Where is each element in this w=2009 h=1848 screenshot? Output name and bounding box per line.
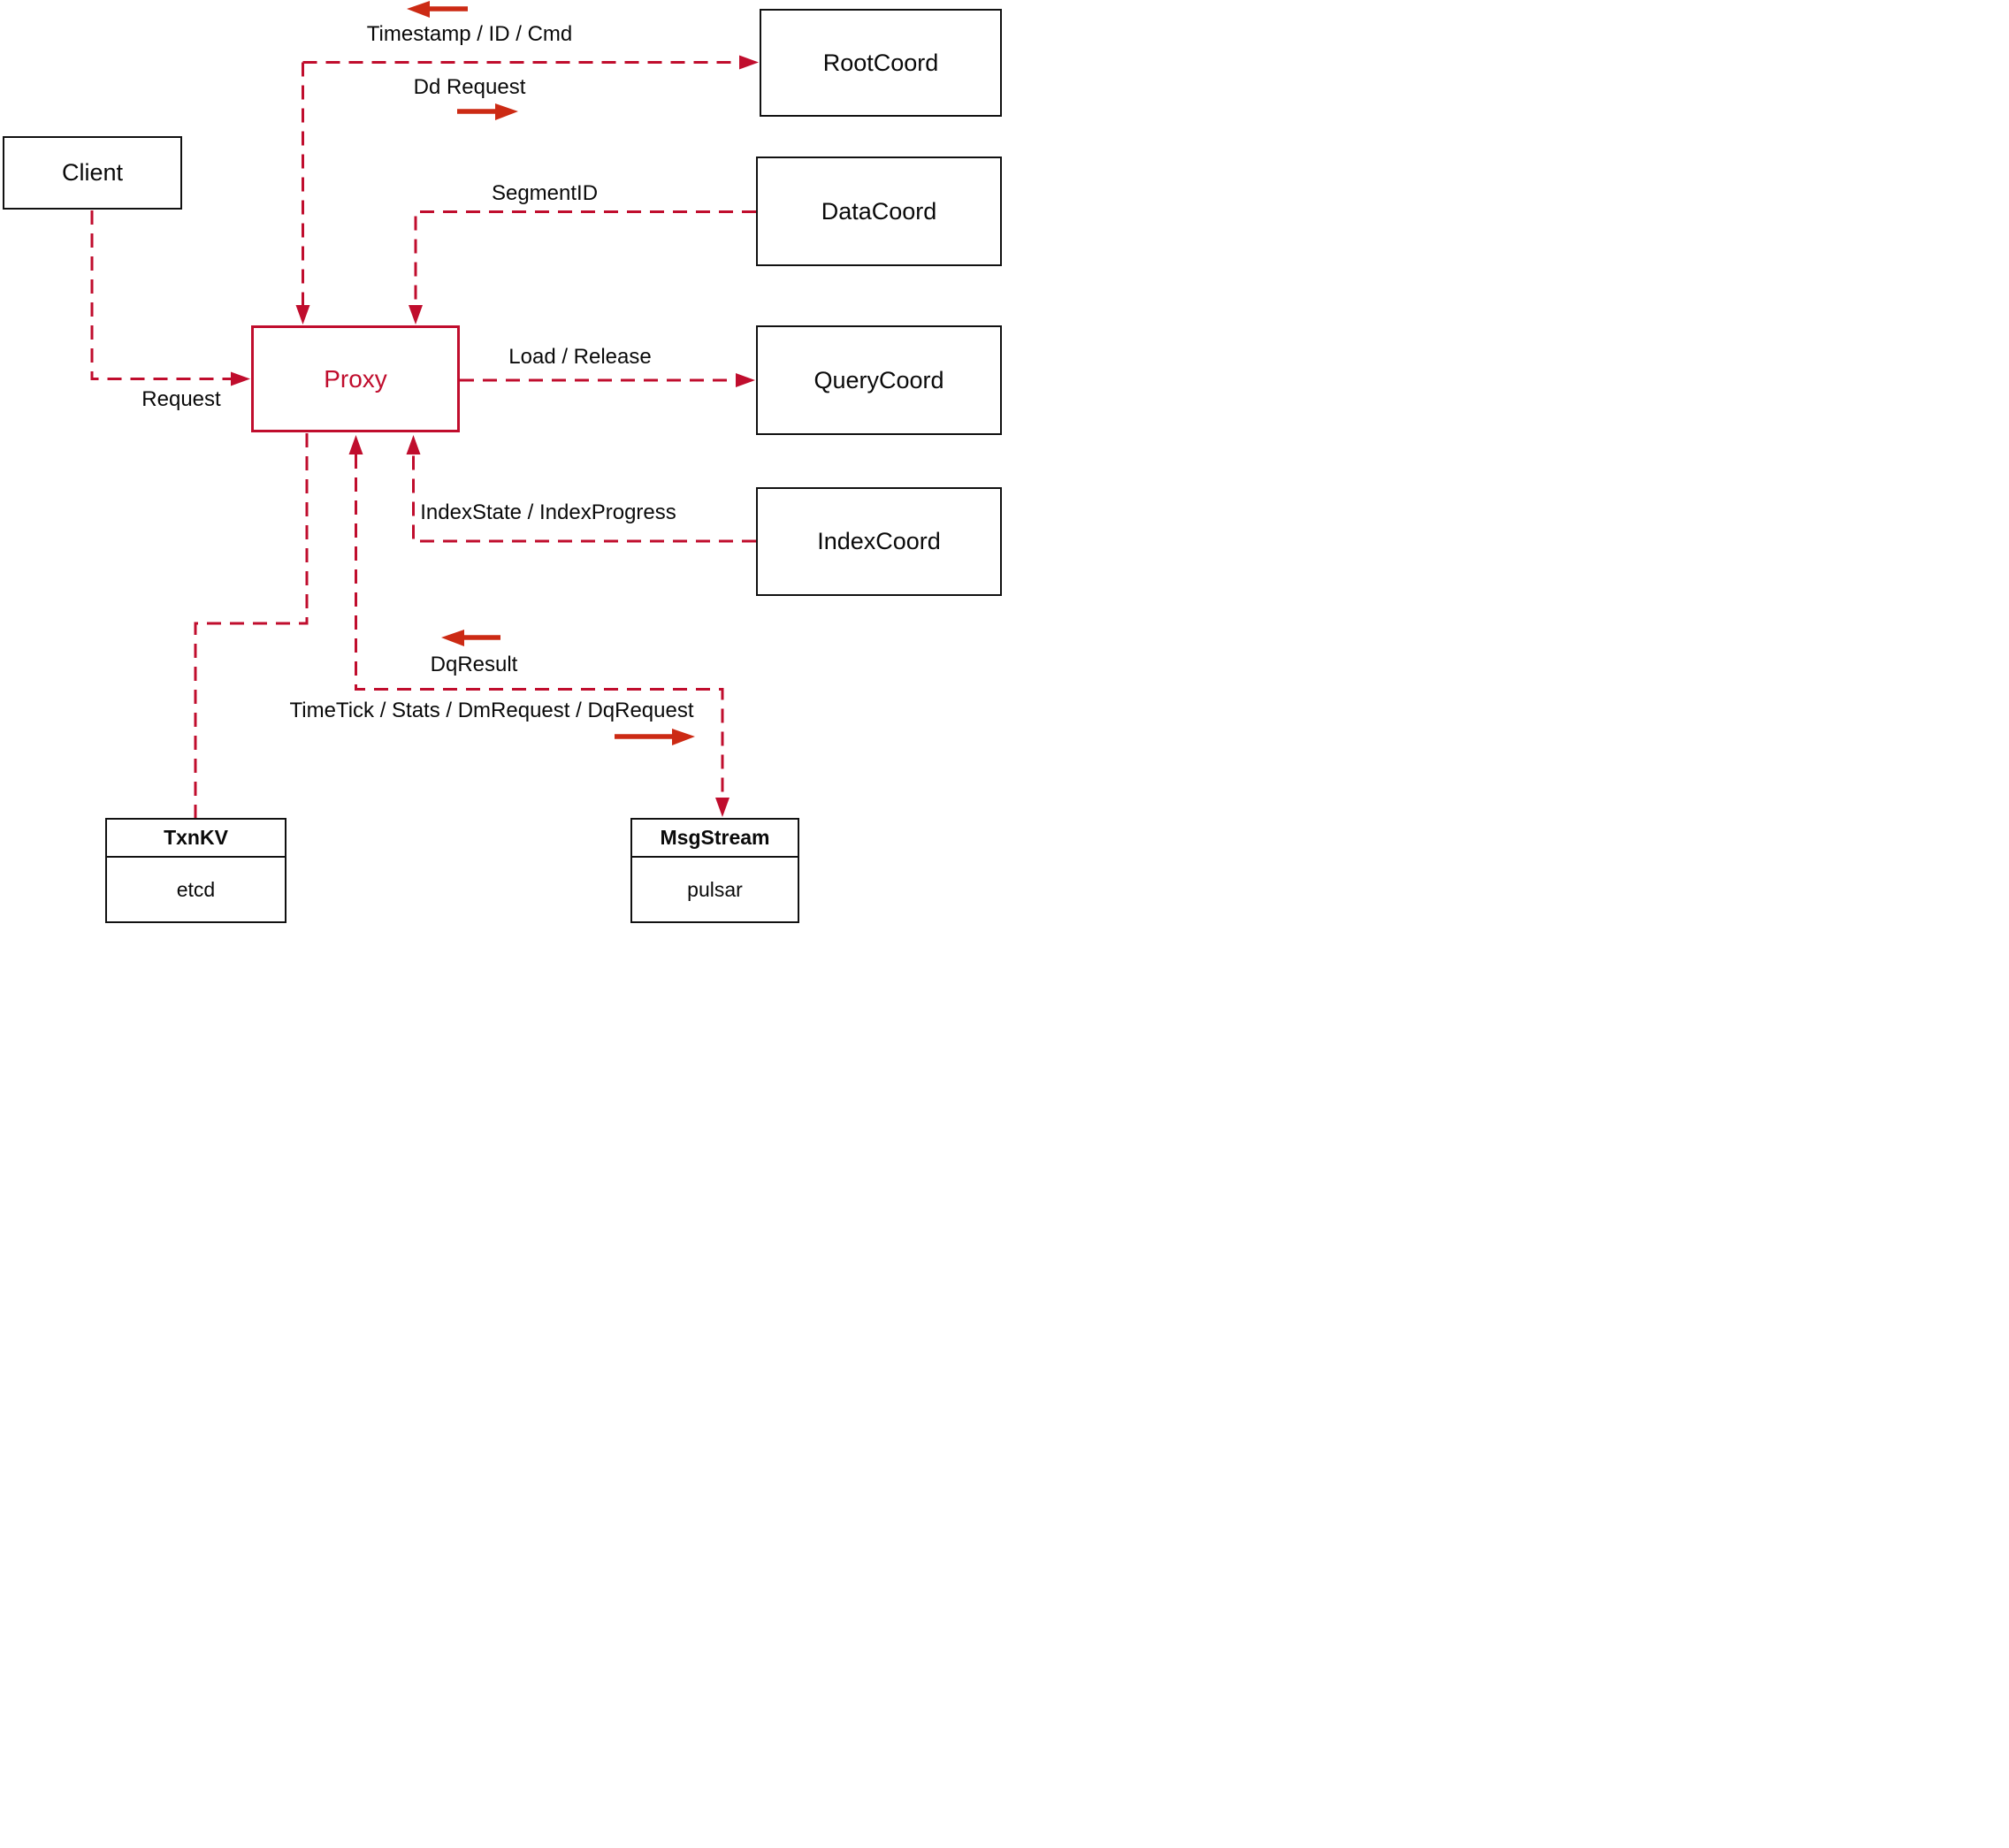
arrow-right-icon: [739, 55, 759, 70]
node-datacoord: DataCoord: [756, 157, 1002, 266]
edge-label-timestamp: Timestamp / ID / Cmd: [366, 22, 573, 46]
node-msgstream-impl: pulsar: [687, 877, 743, 901]
edge-indexcoord-proxy: [406, 435, 756, 543]
edge-proxy-querycoord: [460, 373, 755, 387]
edge-label-dd-request: Dd Request: [413, 75, 526, 99]
edge-proxy-msgstream: [348, 435, 730, 817]
timestamp-left-arrow-icon: [407, 1, 468, 18]
node-msgstream-title: MsgStream: [632, 820, 798, 858]
dd-request-right-arrow-icon: [457, 103, 518, 120]
edge-datacoord-proxy: [409, 210, 756, 325]
node-client: Client: [3, 136, 182, 210]
node-datacoord-label: DataCoord: [821, 197, 937, 225]
arrow-down-icon: [295, 305, 310, 325]
arrow-up-icon: [348, 435, 363, 454]
connector-layer: [90, 1, 759, 818]
edge-label-load-release: Load / Release: [508, 345, 652, 369]
node-proxy-label: Proxy: [324, 364, 387, 393]
node-indexcoord-label: IndexCoord: [817, 528, 941, 554]
node-indexcoord: IndexCoord: [756, 487, 1002, 596]
edge-label-index-state: IndexState / IndexProgress: [420, 500, 676, 524]
node-txnkv-title: TxnKV: [107, 820, 285, 858]
edge-client-proxy: [90, 210, 250, 386]
node-proxy: Proxy: [251, 325, 460, 432]
node-querycoord-label: QueryCoord: [814, 366, 944, 393]
time-tick-right-arrow-icon: [615, 729, 695, 745]
node-txnkv: TxnKV etcd: [105, 818, 286, 923]
node-rootcoord: RootCoord: [760, 9, 1002, 117]
edge-proxy-txnkv: [194, 433, 309, 818]
node-msgstream: MsgStream pulsar: [630, 818, 799, 923]
architecture-diagram: Client Proxy RootCoord DataCoord QueryCo…: [0, 0, 1004, 924]
node-client-label: Client: [61, 159, 124, 186]
arrow-right-icon: [231, 371, 250, 386]
node-querycoord: QueryCoord: [756, 325, 1002, 435]
edge-label-request: Request: [141, 387, 221, 411]
dq-result-left-arrow-icon: [441, 630, 500, 646]
edge-label-time-tick: TimeTick / Stats / DmRequest / DqRequest: [289, 699, 694, 722]
node-rootcoord-label: RootCoord: [822, 49, 939, 76]
arrow-up-icon: [406, 435, 421, 454]
edge-label-segment-id: SegmentID: [491, 181, 599, 205]
edge-proxy-rootcoord: [295, 55, 759, 325]
arrow-down-icon: [409, 305, 423, 325]
edge-label-dq-result: DqResult: [430, 653, 518, 676]
node-txnkv-impl: etcd: [176, 877, 216, 901]
arrow-right-icon: [736, 373, 755, 387]
arrow-down-icon: [715, 798, 730, 817]
